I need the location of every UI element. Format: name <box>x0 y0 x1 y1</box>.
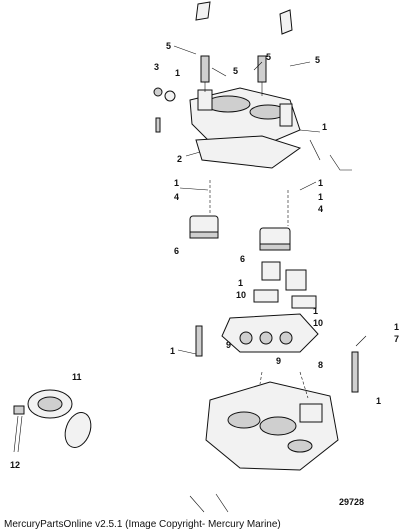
callout-6b: 6 <box>240 254 245 264</box>
callout-7: 7 <box>394 334 399 344</box>
screw-part <box>155 117 161 133</box>
callout-10b: 10 <box>313 318 323 328</box>
callout-5d: 5 <box>315 55 320 65</box>
plate-part-right <box>291 295 317 309</box>
bracket-left <box>261 261 281 281</box>
callout-5b: 5 <box>233 66 238 76</box>
air-horn-assembly <box>189 55 301 147</box>
callout-6a: 6 <box>174 246 179 256</box>
figure-number: 29728 <box>338 497 364 507</box>
top-left-gasket <box>195 1 211 21</box>
callout-11: 11 <box>72 372 82 382</box>
fuel-filter-assembly <box>13 389 92 448</box>
callout-10a: 10 <box>236 290 246 300</box>
callout-9b: 9 <box>276 356 281 366</box>
venturi-cluster <box>221 313 319 353</box>
callout-1b: 1 <box>322 122 327 132</box>
callout-1g: 1 <box>313 306 318 316</box>
callout-5c: 5 <box>266 52 271 62</box>
base-gasket <box>195 135 302 169</box>
nut-part <box>153 87 163 97</box>
callout-2: 2 <box>177 154 182 164</box>
callout-4b: 4 <box>318 204 323 214</box>
callout-1h: 1 <box>394 322 399 332</box>
pump-rod-left <box>195 325 203 357</box>
main-body-assembly <box>205 381 339 471</box>
callout-5a: 5 <box>166 41 171 51</box>
callout-3: 3 <box>154 62 159 72</box>
plate-part-left <box>253 289 279 303</box>
callout-1i: 1 <box>170 346 175 356</box>
callout-1c: 1 <box>174 178 179 188</box>
callout-9a: 9 <box>226 340 231 350</box>
callout-1f: 1 <box>238 278 243 288</box>
callout-1d: 1 <box>318 178 323 188</box>
washer-part <box>164 90 176 102</box>
left-float <box>189 215 219 239</box>
callout-12: 12 <box>10 460 20 470</box>
footer-copyright: MercuryPartsOnline v2.5.1 (Image Copyrig… <box>4 519 281 530</box>
callout-1a: 1 <box>175 68 180 78</box>
pump-rod-right <box>351 351 359 393</box>
bracket-right <box>285 269 307 291</box>
top-right-gasket <box>279 9 293 35</box>
callout-8: 8 <box>318 360 323 370</box>
callout-4a: 4 <box>174 192 179 202</box>
right-float <box>259 227 291 251</box>
callout-1j: 1 <box>376 396 381 406</box>
callout-1e: 1 <box>318 192 323 202</box>
